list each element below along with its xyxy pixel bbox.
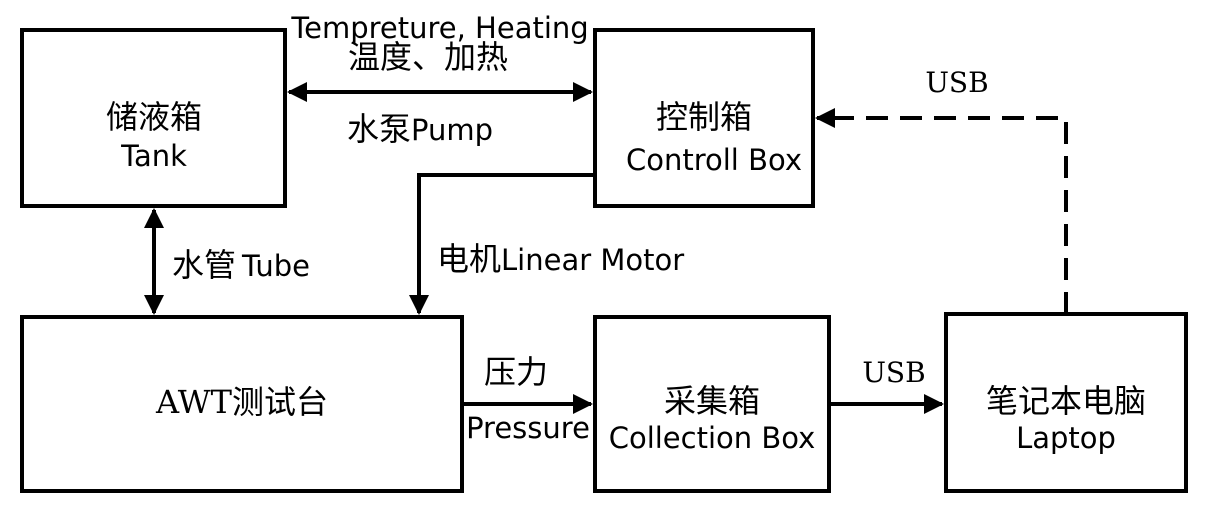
laptop-control-dashed-arrow: [815, 108, 1068, 314]
tank-control-bottom-en: Pump: [411, 113, 493, 147]
control-box: [593, 28, 815, 208]
control-awt-label: 电机Linear Motor: [437, 240, 684, 278]
tank-control-bottom: 水泵Pump: [347, 110, 493, 148]
awt-box: [20, 315, 464, 493]
tank-label-zh: 储液箱: [106, 98, 202, 136]
tank-label-en: Tank: [120, 139, 187, 173]
awt-label: AWT测试台: [155, 383, 328, 421]
tank-box: [20, 28, 287, 208]
tank-control-top-zh: 温度、加热: [348, 38, 508, 76]
tank-awt-label-en: Tube: [241, 249, 310, 283]
awt-collection-label-zh: 压力: [484, 353, 548, 391]
control-awt-label-en: Linear Motor: [501, 243, 684, 277]
control-awt-label-zh: 电机: [437, 240, 501, 278]
control-label-en: Controll Box: [626, 143, 802, 177]
collection-laptop-usb-label: USB: [862, 356, 925, 389]
laptop-label-zh: 笔记本电脑: [986, 382, 1146, 420]
collection-label-zh: 采集箱: [664, 382, 760, 420]
control-label-zh: 控制箱: [656, 98, 752, 136]
laptop-control-usb-label: USB: [925, 66, 988, 99]
tank-control-bottom-zh: 水泵: [347, 110, 411, 148]
control-awt-arrow: [409, 173, 595, 315]
tank-control-top-en: Tempreture, Heating: [290, 11, 588, 45]
tank-awt-label-zh: 水管: [172, 246, 236, 284]
laptop-box: [944, 312, 1188, 493]
laptop-label-en: Laptop: [1016, 421, 1116, 455]
collection-label-en: Collection Box: [609, 421, 816, 455]
awt-collection-label-en: Pressure: [466, 411, 590, 445]
